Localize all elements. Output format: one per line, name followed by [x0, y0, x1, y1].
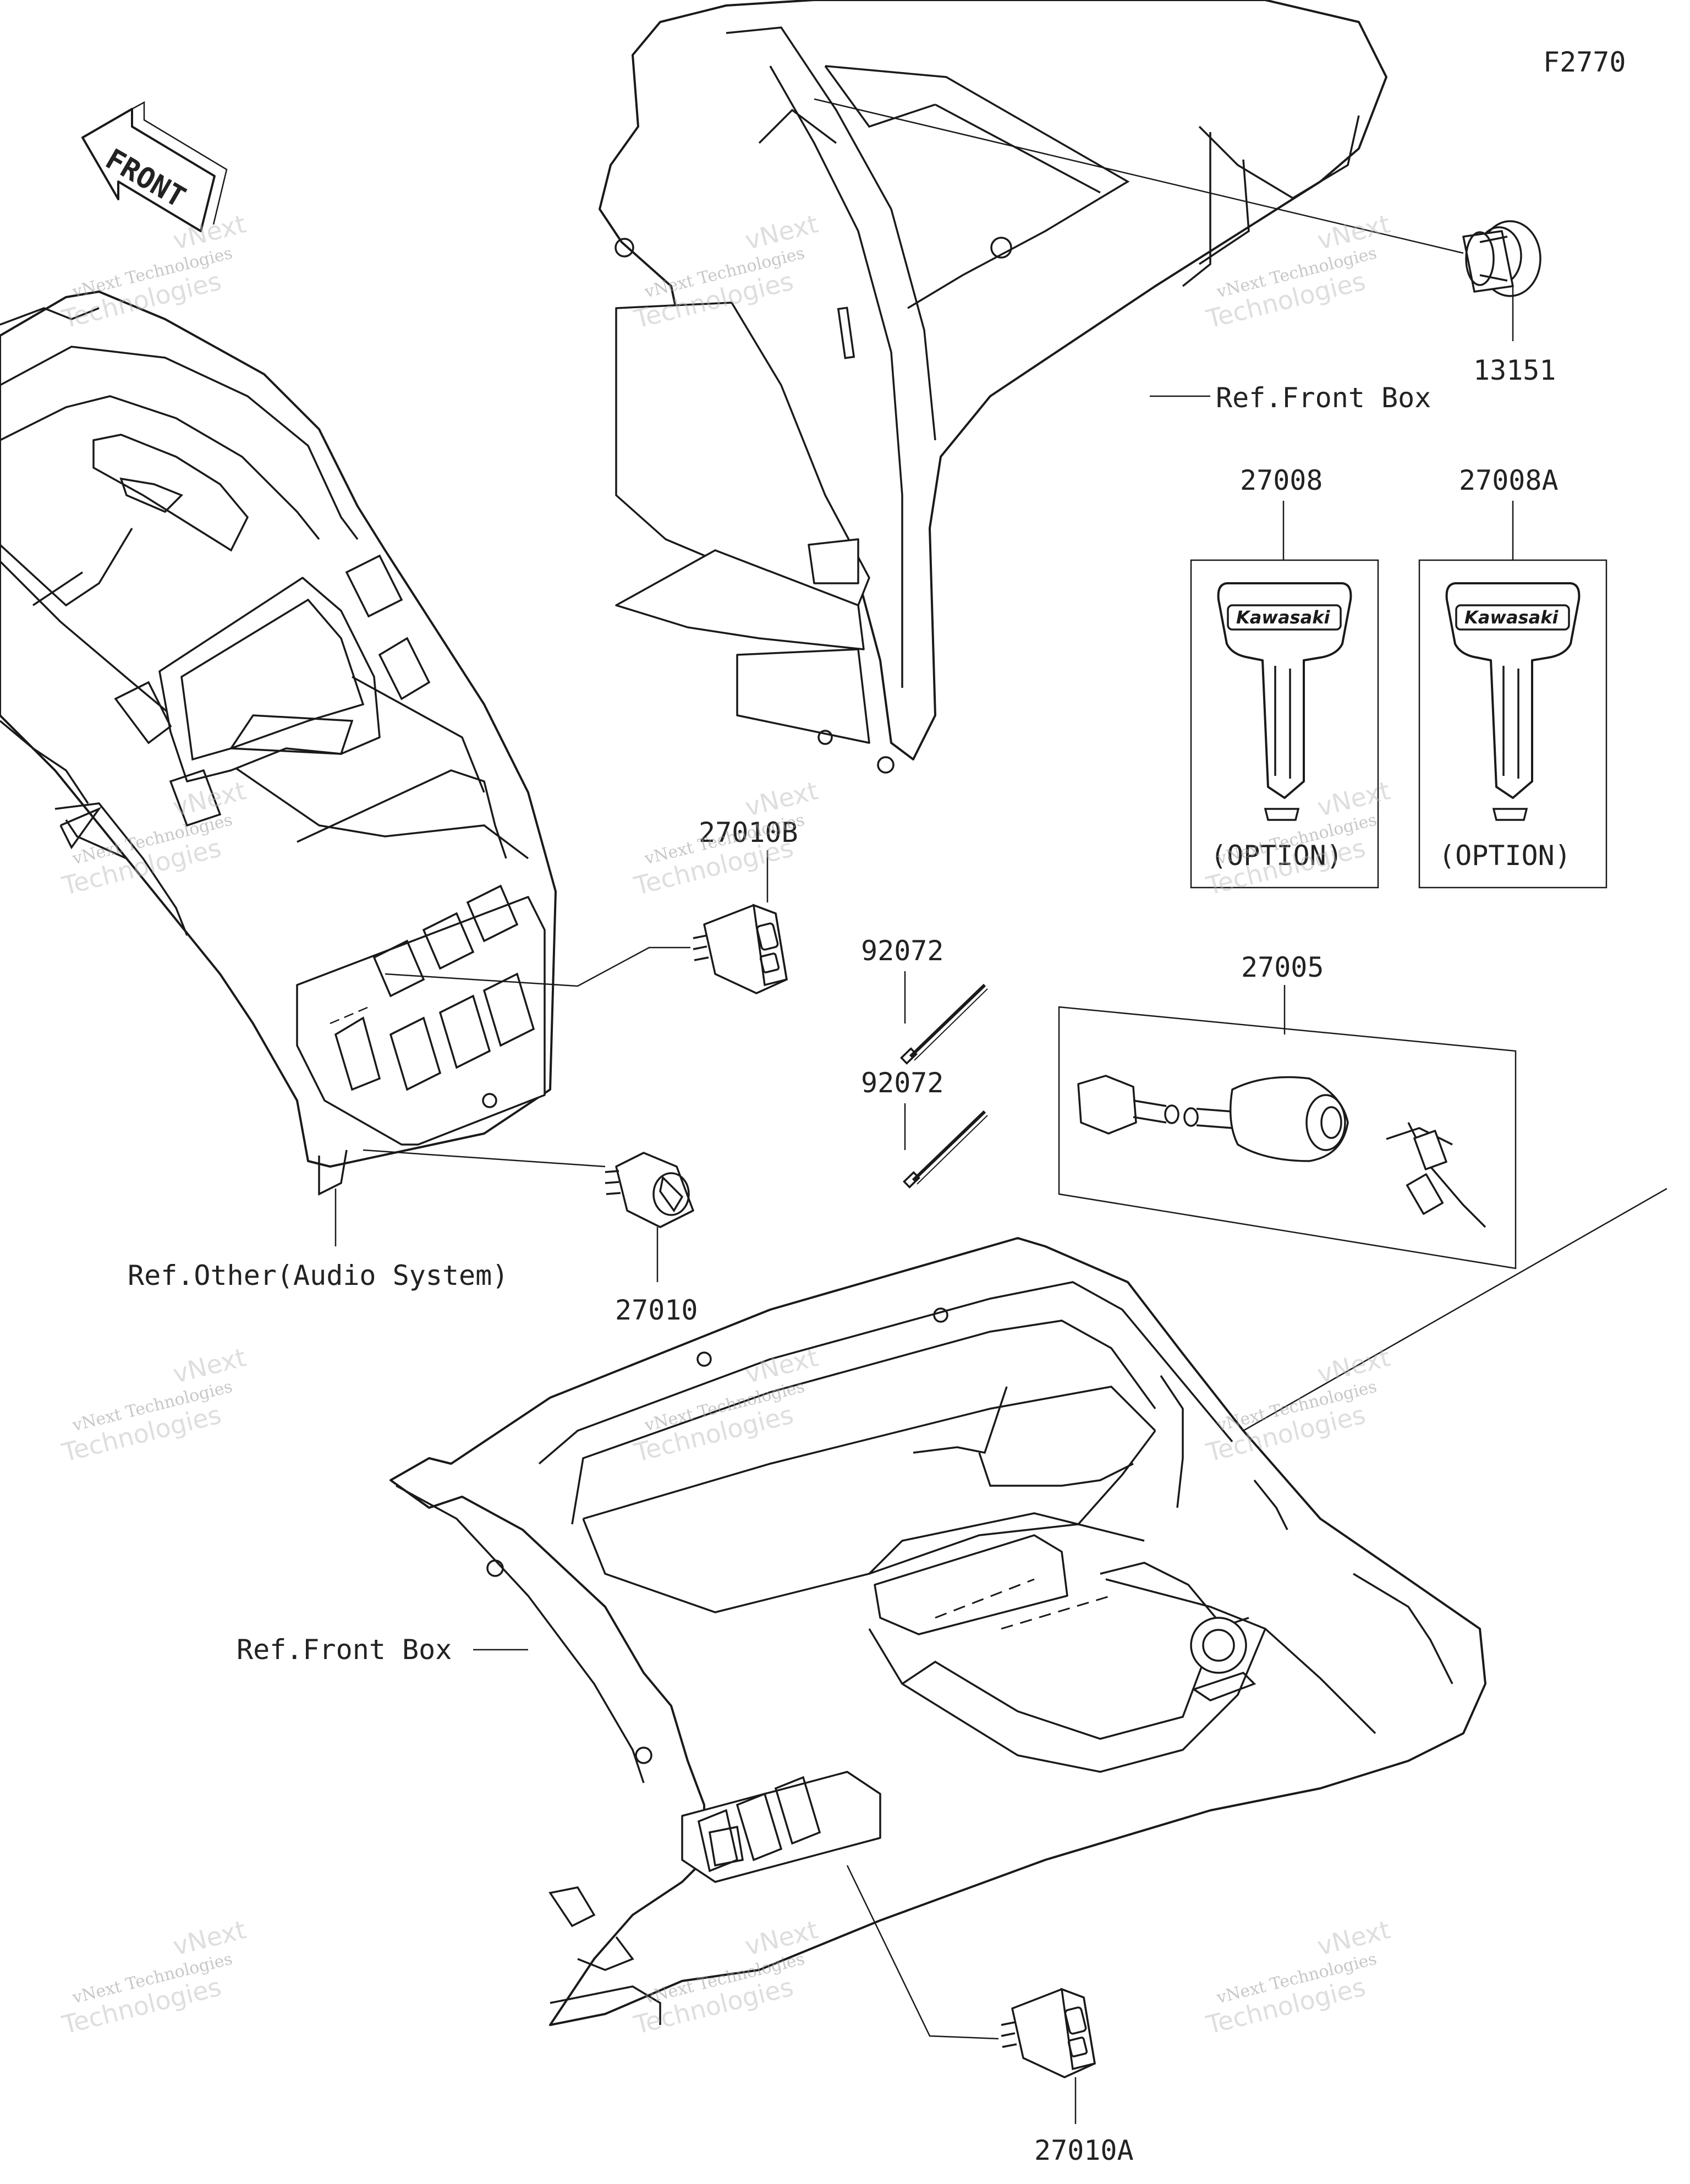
key-panel-27008A: Kawasaki (OPTION)	[1418, 559, 1607, 889]
key-option-27008: (OPTION)	[1210, 840, 1343, 872]
bolt-92072-b-icon	[903, 1110, 988, 1189]
key-panel-27008: Kawasaki (OPTION)	[1190, 559, 1379, 889]
label-ref-audio: Ref.Other(Audio System)	[128, 1260, 508, 1291]
label-ref-front-box-top: Ref.Front Box	[1216, 382, 1431, 414]
leader-27010A-a	[846, 1865, 999, 2040]
label-ref-front-box-bottom: Ref.Front Box	[237, 1634, 452, 1666]
leader-27005-b	[1243, 1187, 1667, 1432]
label-27008: 27008	[1240, 464, 1323, 496]
front-arrow-icon: FRONT	[81, 101, 228, 232]
label-27010: 27010	[615, 1294, 698, 1326]
frame-27005	[1058, 1006, 1517, 1269]
ignition-switch-27005-icon	[1077, 1075, 1486, 1228]
label-92072-a: 92072	[861, 935, 944, 967]
leader-27010-a	[363, 1149, 606, 1168]
label-27008A: 27008A	[1459, 464, 1559, 496]
socket-13151-icon	[1462, 220, 1541, 297]
front-box-lower-drawing	[389, 1237, 1486, 2026]
key-brand-27008A: Kawasaki	[1464, 607, 1559, 628]
front-box-upper-drawing	[599, 0, 1387, 774]
label-13151: 13151	[1473, 354, 1556, 386]
leader-13151-b	[814, 98, 1464, 254]
label-92072-b: 92072	[861, 1067, 944, 1099]
bolt-92072-a-icon	[900, 983, 988, 1065]
switch-27010B-icon	[693, 904, 788, 994]
key-brand-27008: Kawasaki	[1236, 607, 1330, 628]
label-27005: 27005	[1241, 951, 1324, 983]
label-27010A: 27010A	[1034, 2134, 1134, 2166]
leader-27010B-b	[385, 946, 690, 987]
key-option-27008A: (OPTION)	[1439, 840, 1571, 872]
dash-panel-drawing	[0, 291, 557, 1196]
switch-27010A-icon	[1001, 1988, 1096, 2078]
figure-code: F2770	[1543, 46, 1626, 78]
switch-27010-icon	[605, 1152, 694, 1228]
label-27010B: 27010B	[699, 817, 798, 849]
